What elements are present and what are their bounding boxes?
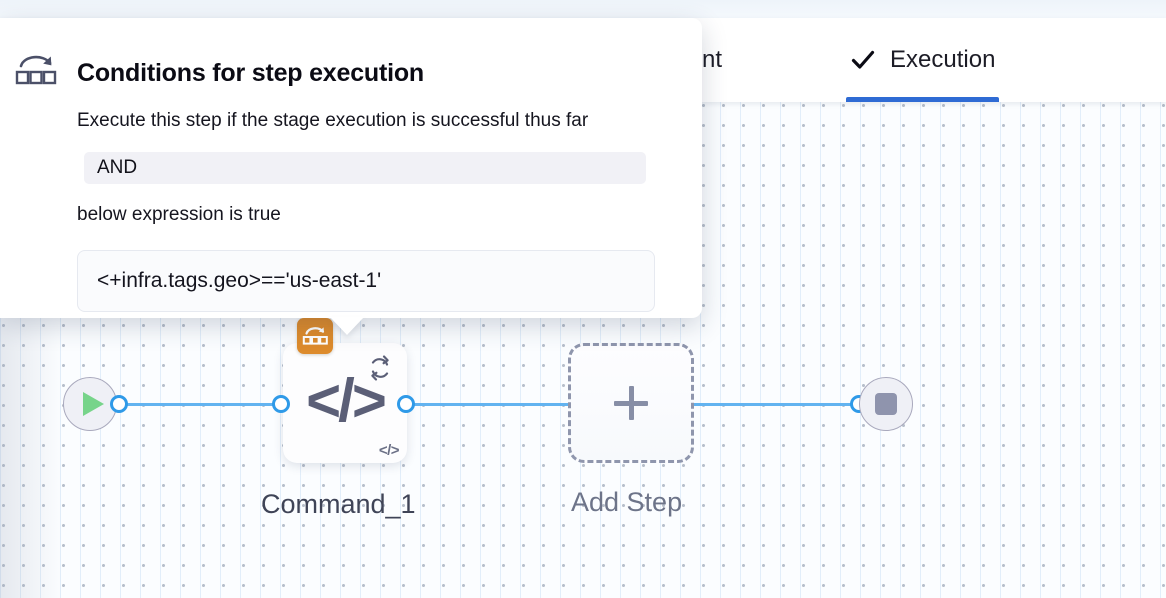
popover-pointer-arrow bbox=[330, 317, 364, 335]
canvas-top-gradient bbox=[0, 0, 1166, 20]
connector-step-to-addstep bbox=[400, 403, 576, 406]
conditional-execution-icon bbox=[297, 318, 333, 354]
add-step-button[interactable] bbox=[568, 343, 694, 463]
step-node-input-port[interactable] bbox=[272, 395, 290, 413]
check-icon bbox=[850, 47, 876, 73]
popover-description: Execute this step if the stage execution… bbox=[77, 110, 589, 131]
expression-label: below expression is true bbox=[77, 204, 281, 225]
loop-retry-icon bbox=[363, 351, 397, 385]
stop-icon bbox=[875, 393, 897, 415]
start-node[interactable] bbox=[63, 377, 117, 431]
condition-operator-field[interactable]: AND bbox=[84, 152, 646, 184]
expression-value-field[interactable]: <+infra.tags.geo>=='us-east-1' bbox=[77, 250, 655, 312]
step-node-command[interactable]: </> </> bbox=[283, 318, 407, 463]
tab-execution-label: Execution bbox=[890, 46, 996, 73]
end-node[interactable] bbox=[859, 377, 913, 431]
tab-execution[interactable]: Execution bbox=[816, 18, 1029, 102]
connector-addstep-to-end bbox=[686, 403, 866, 406]
popover-title: Conditions for step execution bbox=[77, 59, 424, 87]
step-node-output-port[interactable] bbox=[397, 395, 415, 413]
step-conditions-popover: Conditions for step execution Execute th… bbox=[0, 18, 702, 335]
connector-start-to-step bbox=[118, 403, 290, 406]
start-node-output-port[interactable] bbox=[110, 395, 128, 413]
add-step-label: Add Step bbox=[571, 487, 683, 517]
step-node-label: Command_1 bbox=[261, 489, 416, 519]
mini-code-icon: </> bbox=[378, 442, 400, 459]
play-icon bbox=[82, 392, 104, 416]
code-icon: </> bbox=[306, 367, 387, 434]
conditional-execution-icon bbox=[14, 50, 58, 90]
plus-icon bbox=[614, 386, 648, 420]
